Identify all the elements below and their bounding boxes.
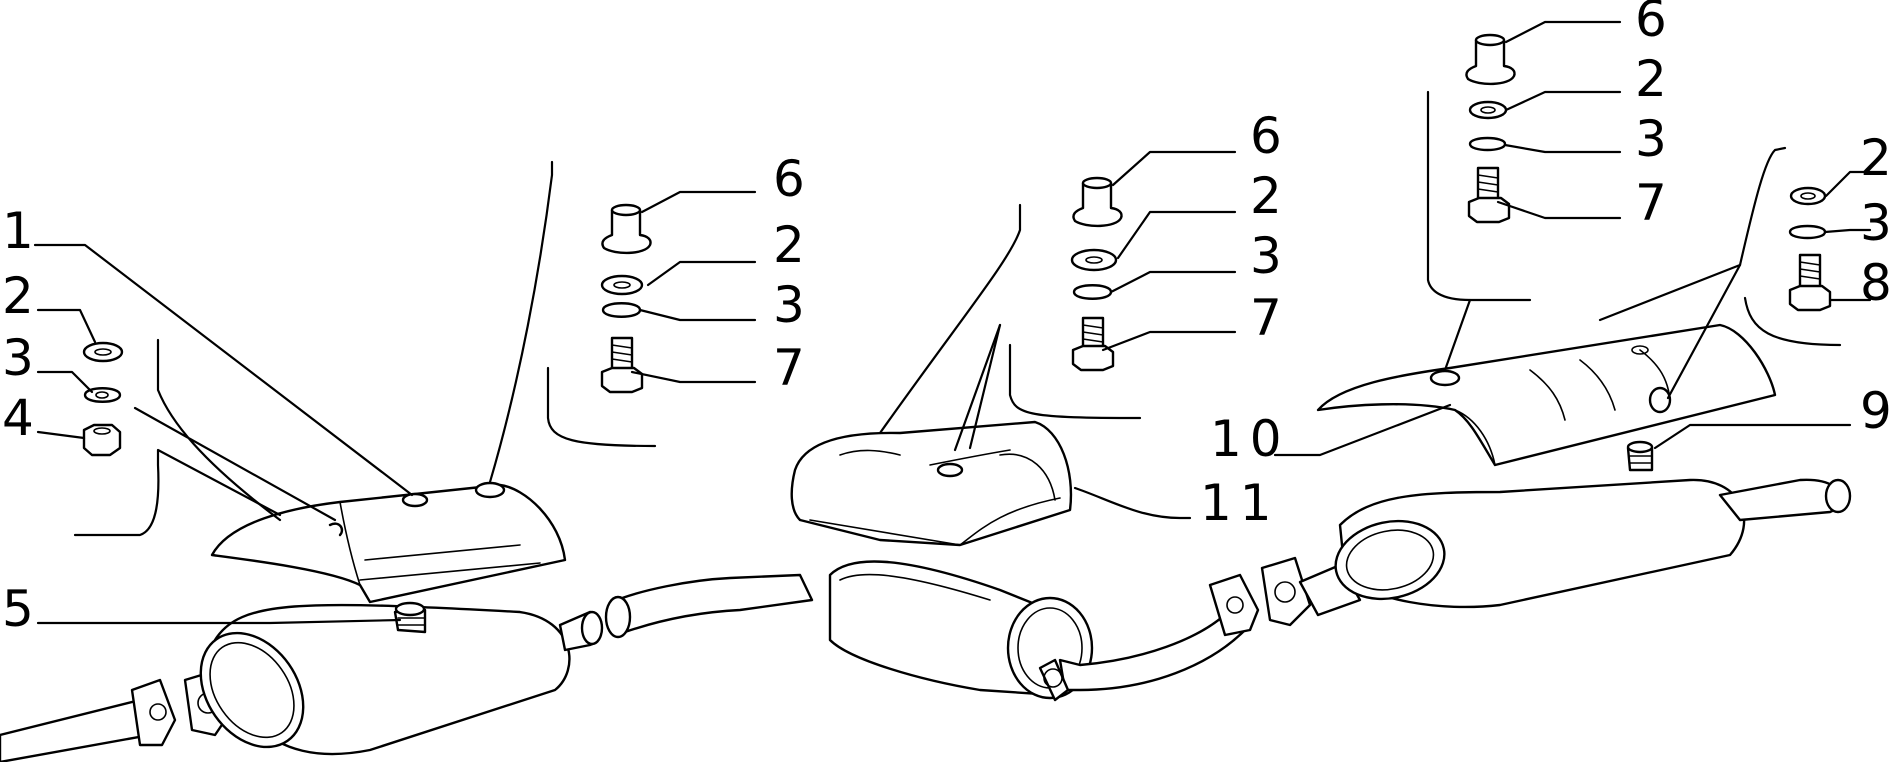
- hardware-stack-left: [82, 341, 124, 457]
- center-muffler: [828, 560, 1094, 700]
- hardware-stack-a: [600, 203, 652, 394]
- front-flange-left: [130, 678, 177, 747]
- callout-3-d: 3: [1860, 194, 1892, 252]
- callout-3-left: 3: [2, 329, 34, 387]
- callout-7-c: 7: [1635, 174, 1667, 232]
- heat-shield-10: [1316, 323, 1777, 467]
- callout-3-b: 3: [1250, 227, 1282, 285]
- washer-2: [1070, 248, 1118, 272]
- callout-2-a: 2: [773, 216, 805, 274]
- callout-3-c: 3: [1635, 110, 1667, 168]
- callout-5: 5: [2, 580, 34, 638]
- lock-washer-3: [601, 302, 642, 318]
- leader-lines: [33, 20, 1872, 625]
- callout-2-left: 2: [2, 267, 34, 325]
- callout-4: 4: [2, 389, 34, 447]
- callout-7-b: 7: [1250, 289, 1282, 347]
- callout-8: 8: [1860, 254, 1892, 312]
- front-pipe: [0, 698, 152, 762]
- hardware-stack-b: [1070, 176, 1123, 372]
- callout-9: 9: [1860, 382, 1892, 440]
- bushing-6: [1072, 181, 1123, 228]
- heat-shield-11: [790, 420, 1073, 547]
- callout-labels: 1 2 3 4 5 6 2 3 7 6 2 3 7 11 6 2 3 7 10 …: [2, 0, 1892, 638]
- callout-10: 10: [1210, 410, 1290, 468]
- washer-2: [1468, 100, 1508, 120]
- lock-washer-3: [1788, 224, 1827, 240]
- lock-washer-3: [1468, 136, 1507, 152]
- hardware-stack-c: [1465, 33, 1516, 224]
- callout-6-a: 6: [773, 150, 805, 208]
- front-muffler: [199, 603, 604, 756]
- callout-1: 1: [2, 202, 34, 260]
- bushing-6: [1465, 38, 1516, 86]
- rear-pipe: [1038, 556, 1362, 702]
- rear-muffler: [1334, 478, 1852, 609]
- callout-2-c: 2: [1635, 50, 1667, 108]
- callout-2-b: 2: [1250, 167, 1282, 225]
- exhaust-pipe-assembly: [0, 440, 1852, 762]
- lock-washer-3: [83, 387, 122, 403]
- callout-2-d: 2: [1860, 129, 1892, 187]
- washer-2: [82, 341, 124, 363]
- middle-pipe: [604, 573, 814, 639]
- callout-3-a: 3: [773, 276, 805, 334]
- washer-2: [600, 274, 644, 296]
- bushing-6: [601, 208, 652, 255]
- nut-4: [82, 423, 122, 457]
- callout-7-a: 7: [773, 339, 805, 397]
- callout-11: 11: [1200, 474, 1280, 532]
- washer-2: [1789, 186, 1827, 206]
- heat-shield-1: [210, 481, 567, 604]
- callout-6-c: 6: [1635, 0, 1667, 48]
- lock-washer-3: [1072, 284, 1113, 300]
- hardware-stack-d: [1788, 186, 1832, 312]
- callout-6-b: 6: [1250, 107, 1282, 165]
